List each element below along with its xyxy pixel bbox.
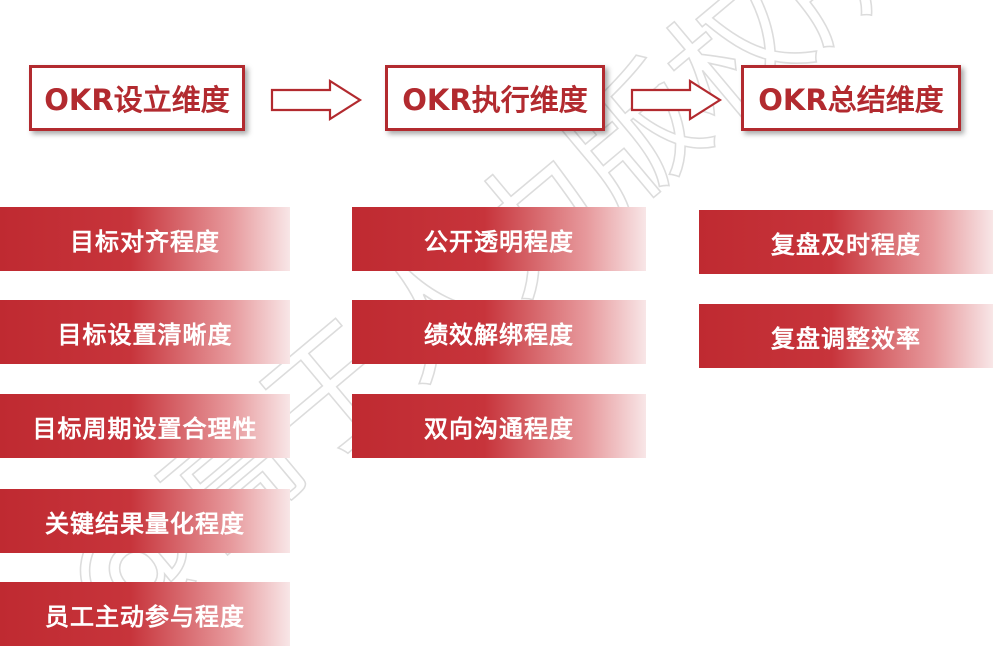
stage-header-setup-label: OKR设立维度 — [44, 83, 230, 117]
arrow-right-icon — [630, 79, 723, 121]
review-item: 复盘及时程度 — [699, 210, 993, 274]
execution-item: 双向沟通程度 — [352, 394, 646, 458]
execution-item-label: 公开透明程度 — [424, 227, 574, 256]
stage-header-execution: OKR执行维度 — [385, 65, 605, 131]
execution-item: 公开透明程度 — [352, 207, 646, 271]
setup-item: 目标对齐程度 — [0, 207, 290, 271]
stage-header-setup: OKR设立维度 — [29, 65, 245, 131]
setup-item-label: 目标周期设置合理性 — [32, 414, 258, 443]
review-item: 复盘调整效率 — [699, 304, 993, 368]
execution-item-label: 双向沟通程度 — [424, 414, 574, 443]
arrow-right-icon — [270, 79, 363, 121]
stage-header-review-label: OKR总结维度 — [758, 83, 944, 117]
setup-item: 员工主动参与程度 — [0, 582, 290, 646]
setup-item: 目标周期设置合理性 — [0, 394, 290, 458]
execution-item-label: 绩效解绑程度 — [424, 320, 574, 349]
stage-header-review: OKR总结维度 — [741, 65, 961, 131]
setup-item: 关键结果量化程度 — [0, 489, 290, 553]
setup-item-label: 目标设置清晰度 — [57, 320, 233, 349]
stage-header-execution-label: OKR执行维度 — [402, 83, 588, 117]
setup-item-label: 关键结果量化程度 — [45, 509, 245, 538]
setup-item-label: 目标对齐程度 — [70, 227, 220, 256]
execution-item: 绩效解绑程度 — [352, 300, 646, 364]
review-item-label: 复盘调整效率 — [771, 324, 921, 353]
setup-item: 目标设置清晰度 — [0, 300, 290, 364]
review-item-label: 复盘及时程度 — [771, 230, 921, 259]
setup-item-label: 员工主动参与程度 — [45, 602, 245, 631]
